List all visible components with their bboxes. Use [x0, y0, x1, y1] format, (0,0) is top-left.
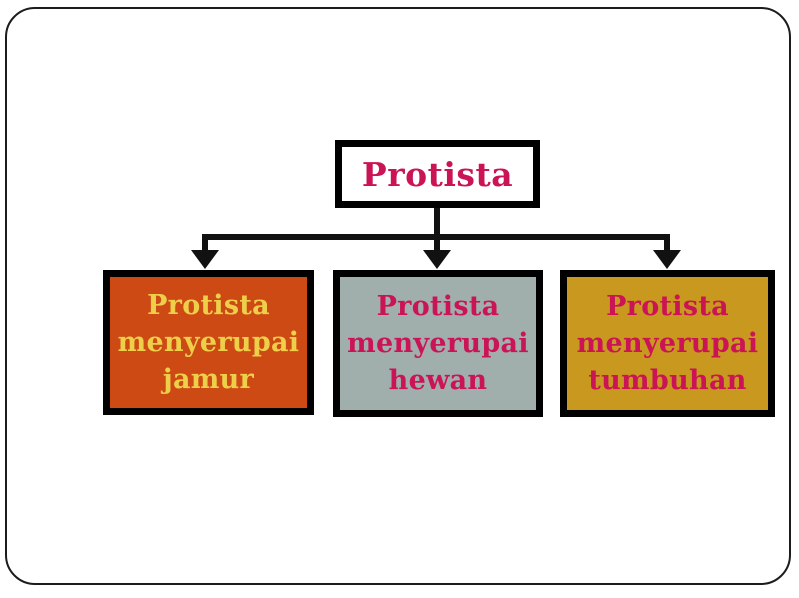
node-protista[interactable]: Protista — [335, 140, 540, 208]
node-protista-label: Protista — [361, 154, 514, 194]
node-protista-menyerupai-hewan[interactable]: Protista menyerupai hewan — [333, 270, 543, 417]
node-protista-menyerupai-tumbuhan[interactable]: Protista menyerupai tumbuhan — [560, 270, 775, 417]
node-label-line: menyerupai — [347, 327, 529, 359]
node-label-line: tumbuhan — [588, 365, 747, 397]
node-label-line: menyerupai — [576, 327, 759, 359]
arrow-down-left-icon — [191, 250, 219, 269]
node-label-line: hewan — [388, 365, 488, 397]
arrow-down-right-icon — [653, 250, 681, 269]
slide-frame — [5, 7, 791, 585]
connector-right-drop — [664, 236, 670, 254]
node-label-line: Protista — [376, 290, 500, 322]
connector-horizontal-rail — [202, 234, 670, 240]
arrow-down-middle-icon — [423, 250, 451, 269]
connector-root-stem — [434, 208, 440, 254]
node-protista-menyerupai-jamur[interactable]: Protista menyerupai jamur — [103, 270, 314, 415]
node-label-line: Protista — [147, 289, 270, 321]
connector-left-drop — [202, 236, 208, 254]
node-label-line: menyerupai — [117, 326, 300, 358]
node-label-line: Protista — [606, 290, 729, 322]
node-label-line: jamur — [162, 364, 255, 396]
